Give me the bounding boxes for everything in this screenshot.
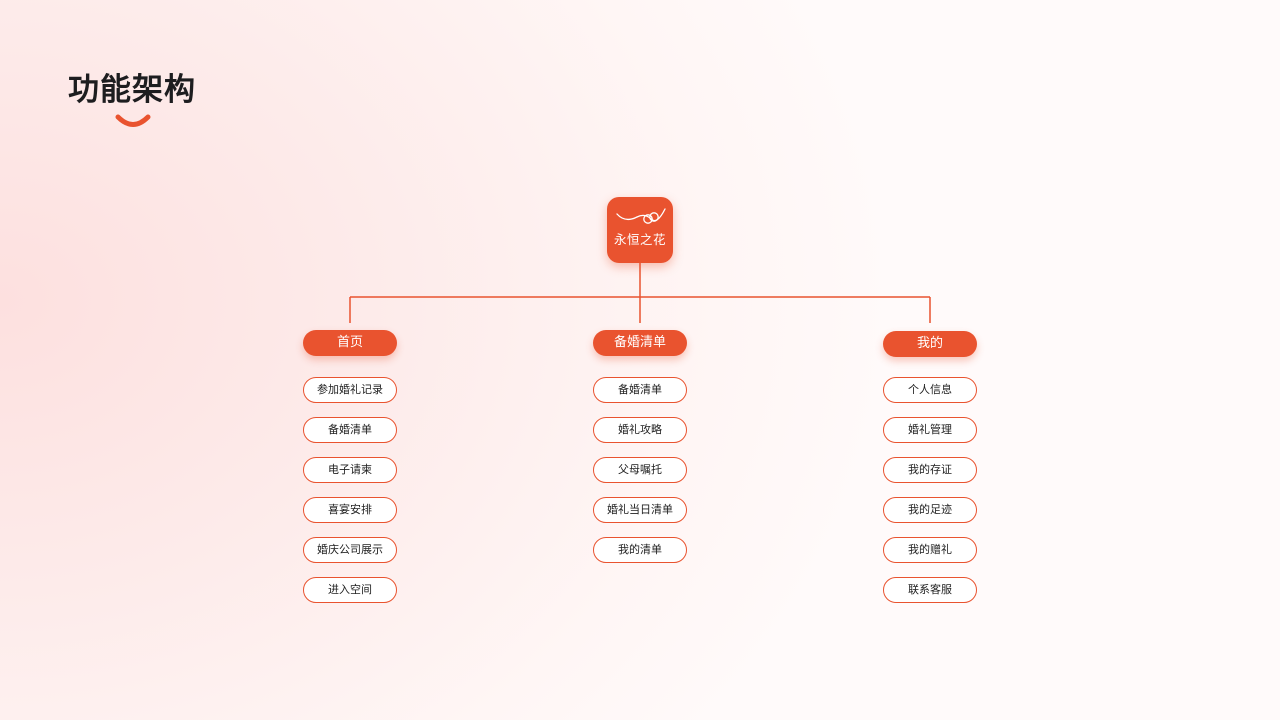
node-wedding-management[interactable]: 婚礼管理 [883, 417, 977, 443]
logo-text: 永恒之花 [613, 232, 666, 247]
node-mine[interactable]: 我的 [883, 331, 977, 357]
page-title: 功能架构 [68, 72, 196, 108]
node-wedding-day-list[interactable]: 婚礼当日清单 [593, 497, 687, 523]
node-wedding-attendance-record[interactable]: 参加婚礼记录 [303, 377, 397, 403]
root-node-logo: 永恒之花 [607, 197, 673, 263]
node-my-certificates[interactable]: 我的存证 [883, 457, 977, 483]
node-my-list[interactable]: 我的清单 [593, 537, 687, 563]
node-my-footprints[interactable]: 我的足迹 [883, 497, 977, 523]
node-parent-wishes[interactable]: 父母嘱托 [593, 457, 687, 483]
node-personal-info[interactable]: 个人信息 [883, 377, 977, 403]
node-contact-support[interactable]: 联系客服 [883, 577, 977, 603]
smile-icon [115, 114, 151, 127]
node-home[interactable]: 首页 [303, 330, 397, 356]
node-my-gifts[interactable]: 我的赠礼 [883, 537, 977, 563]
node-prep-checklist[interactable]: 备婚清单 [593, 377, 687, 403]
node-wedding-company-showcase[interactable]: 婚庆公司展示 [303, 537, 397, 563]
rings-icon [616, 208, 666, 224]
node-banquet-arrangement[interactable]: 喜宴安排 [303, 497, 397, 523]
node-wedding-guide[interactable]: 婚礼攻略 [593, 417, 687, 443]
node-e-invitation[interactable]: 电子请柬 [303, 457, 397, 483]
node-prep-list[interactable]: 备婚清单 [593, 330, 687, 356]
node-enter-space[interactable]: 进入空间 [303, 577, 397, 603]
node-wedding-prep-checklist[interactable]: 备婚清单 [303, 417, 397, 443]
